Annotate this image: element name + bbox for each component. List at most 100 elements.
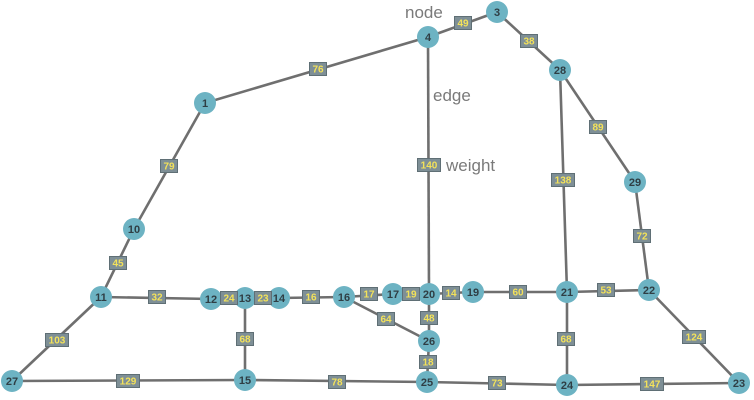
weight-box <box>302 290 320 304</box>
node-circle <box>1 370 23 392</box>
node-label: 15 <box>239 375 251 387</box>
node-label: 24 <box>561 380 574 392</box>
weight-label: 72 <box>636 232 648 243</box>
weight-label: 60 <box>512 288 524 299</box>
node-14: 14 <box>268 287 290 309</box>
weight-box <box>682 330 706 344</box>
weight-26-25: 18 <box>419 355 437 369</box>
weight-label: 68 <box>239 335 251 346</box>
weight-4-3: 49 <box>454 16 472 30</box>
weight-11-27: 103 <box>45 333 69 347</box>
node-25: 25 <box>416 371 438 393</box>
weight-box <box>148 290 166 304</box>
node-4: 4 <box>417 26 439 48</box>
weight-label: 64 <box>380 315 392 326</box>
weight-box <box>633 229 651 243</box>
node-circle <box>123 218 145 240</box>
node-label: 1 <box>202 98 208 110</box>
node-26: 26 <box>418 330 440 352</box>
node-circle <box>556 281 578 303</box>
node-label: 29 <box>629 177 641 189</box>
weight-12-13: 24 <box>220 291 238 305</box>
node-20: 20 <box>418 283 440 305</box>
weight-label: 140 <box>421 161 438 172</box>
weight-box <box>488 376 506 390</box>
node-3: 3 <box>486 1 508 23</box>
node-label: 28 <box>554 65 566 77</box>
weight-box <box>360 287 378 301</box>
weight-20-26: 48 <box>420 311 438 325</box>
edges-layer <box>11 10 740 387</box>
weight-label: 16 <box>305 293 317 304</box>
node-28: 28 <box>549 59 571 81</box>
weight-box <box>309 62 327 76</box>
node-annotation: node <box>405 3 443 22</box>
weight-label: 45 <box>112 259 124 270</box>
node-22: 22 <box>638 279 660 301</box>
node-circle <box>416 371 438 393</box>
weight-box <box>109 256 127 270</box>
node-label: 3 <box>494 7 500 19</box>
weight-label: 18 <box>422 358 434 369</box>
weight-label: 19 <box>405 290 417 301</box>
weight-label: 73 <box>491 379 503 390</box>
node-circle <box>486 1 508 23</box>
weight-16-17: 17 <box>360 287 378 301</box>
node-circle <box>417 26 439 48</box>
node-label: 10 <box>128 224 140 236</box>
weight-box <box>589 120 607 134</box>
node-16: 16 <box>333 286 355 308</box>
weight-label: 129 <box>120 377 137 388</box>
node-29: 29 <box>624 171 646 193</box>
weight-29-22: 72 <box>633 229 651 243</box>
weight-label: 53 <box>600 286 612 297</box>
node-17: 17 <box>382 283 404 305</box>
node-circle <box>549 59 571 81</box>
node-1: 1 <box>194 92 216 114</box>
node-label: 16 <box>338 292 350 304</box>
weight-24-23: 147 <box>640 377 664 391</box>
weight-label: 79 <box>163 162 175 173</box>
weight-19-21: 60 <box>509 285 527 299</box>
node-label: 13 <box>239 293 251 305</box>
node-13: 13 <box>234 287 256 309</box>
weight-16-26: 64 <box>377 312 395 326</box>
weight-22-23: 124 <box>682 330 706 344</box>
weight-box <box>220 291 238 305</box>
weight-3-28: 38 <box>520 34 538 48</box>
weight-box <box>328 375 346 389</box>
edge-annotation: edge <box>433 86 471 105</box>
weight-box <box>160 159 178 173</box>
node-circle <box>728 372 750 394</box>
weight-box <box>377 312 395 326</box>
node-label: 11 <box>95 292 107 304</box>
weight-14-16: 16 <box>302 290 320 304</box>
node-label: 23 <box>733 378 745 390</box>
node-circle <box>418 330 440 352</box>
weight-label: 76 <box>312 65 324 76</box>
node-circle <box>624 171 646 193</box>
weight-15-25: 78 <box>328 375 346 389</box>
weight-17-20: 19 <box>402 287 420 301</box>
weight-box <box>402 287 420 301</box>
node-label: 12 <box>205 294 217 306</box>
weight-box <box>417 158 441 172</box>
weight-box <box>419 355 437 369</box>
node-circle <box>90 286 112 308</box>
weight-25-24: 73 <box>488 376 506 390</box>
weight-label: 48 <box>423 314 435 325</box>
weight-1-10: 79 <box>160 159 178 173</box>
node-label: 22 <box>643 285 655 297</box>
node-15: 15 <box>234 369 256 391</box>
weight-label: 24 <box>223 294 235 305</box>
node-label: 4 <box>425 32 432 44</box>
node-label: 14 <box>273 293 286 305</box>
weight-13-14: 23 <box>254 291 272 305</box>
weight-box <box>442 286 460 300</box>
weight-label: 138 <box>555 176 572 187</box>
weight-label: 103 <box>49 336 66 347</box>
weight-box <box>520 34 538 48</box>
